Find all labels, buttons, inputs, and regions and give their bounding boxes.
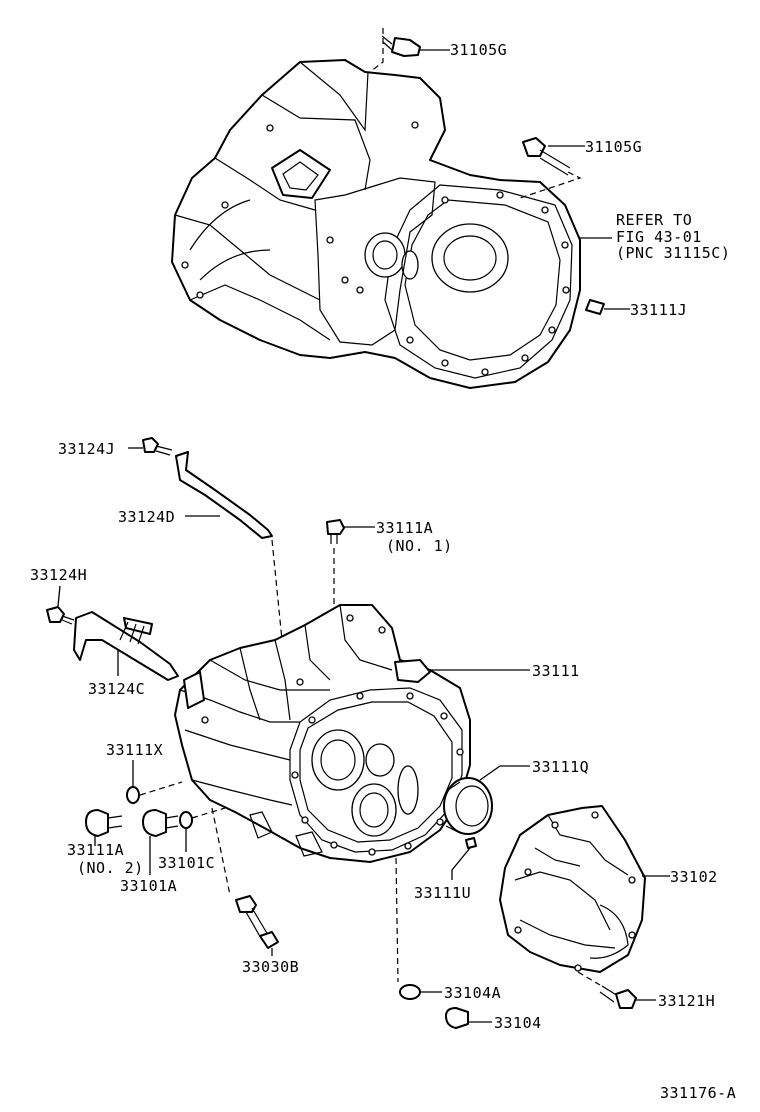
label-33111a-no1: 33111A xyxy=(376,519,433,537)
label-33104: 33104 xyxy=(494,1014,542,1032)
dowel-33111j xyxy=(585,299,605,315)
label-33104a: 33104A xyxy=(444,984,501,1002)
label-33111x: 33111X xyxy=(106,741,163,759)
flange-holes xyxy=(181,121,570,376)
cover-33102 xyxy=(499,805,646,973)
label-33111a-no2-sub: (NO. 2) xyxy=(77,859,144,877)
pin-33111u xyxy=(465,837,477,849)
bolt-33124j xyxy=(142,437,173,456)
gasket-33104a xyxy=(399,984,421,1000)
plug-33111a-no1 xyxy=(326,519,345,544)
label-33124j: 33124J xyxy=(58,440,115,458)
washer-33111x xyxy=(126,786,140,804)
dash-33101c xyxy=(191,807,226,819)
label-33111u: 33111U xyxy=(414,884,471,902)
label-33030b: 33030B xyxy=(242,958,299,976)
plug-33101a xyxy=(142,809,179,837)
label-33124c: 33124C xyxy=(88,680,145,698)
plug-33111a-no2 xyxy=(85,809,123,837)
refer-line-3: (PNC 31115C) xyxy=(616,244,730,262)
label-33111q: 33111Q xyxy=(532,758,589,776)
case-holes xyxy=(201,614,464,856)
dash-33111x xyxy=(139,781,183,796)
bolt-33124h xyxy=(46,606,75,625)
label-31105g-top: 31105G xyxy=(450,41,507,59)
label-33111a-no1-sub: (NO. 1) xyxy=(386,537,453,555)
bolt-33030b xyxy=(211,807,279,949)
bolt-31105g-top xyxy=(369,28,421,73)
bracket-33124d xyxy=(175,451,273,539)
label-33121h: 33121H xyxy=(658,992,715,1010)
dash-33104a xyxy=(395,857,399,983)
label-33102: 33102 xyxy=(670,868,718,886)
leader-33111u xyxy=(451,847,471,880)
label-33101c: 33101C xyxy=(158,854,215,872)
figure-code: 331176-A xyxy=(660,1084,736,1102)
label-33101a: 33101A xyxy=(120,877,177,895)
label-33124h: 33124H xyxy=(30,566,87,584)
dash-33124d xyxy=(271,539,283,641)
refer-line-2: FIG 43-01 xyxy=(616,228,702,246)
bracket-33124c xyxy=(73,611,179,681)
leader-33111q xyxy=(479,765,530,781)
seal-33111q xyxy=(443,777,493,835)
label-31105g-mid: 31105G xyxy=(585,138,642,156)
label-33111: 33111 xyxy=(532,662,580,680)
bolt-31105g-mid xyxy=(519,137,582,199)
bolt-33121h xyxy=(577,971,637,1009)
upper-transaxle-housing xyxy=(171,59,581,389)
gasket-33101c xyxy=(179,811,193,829)
label-33124d: 33124D xyxy=(118,508,175,526)
label-33111j: 33111J xyxy=(630,301,687,319)
refer-line-1: REFER TO xyxy=(616,211,692,229)
plug-33104 xyxy=(445,1007,469,1029)
transaxle-case-33111 xyxy=(174,604,471,863)
leader-33124h xyxy=(57,585,61,607)
label-33111a-no2: 33111A xyxy=(67,841,124,859)
